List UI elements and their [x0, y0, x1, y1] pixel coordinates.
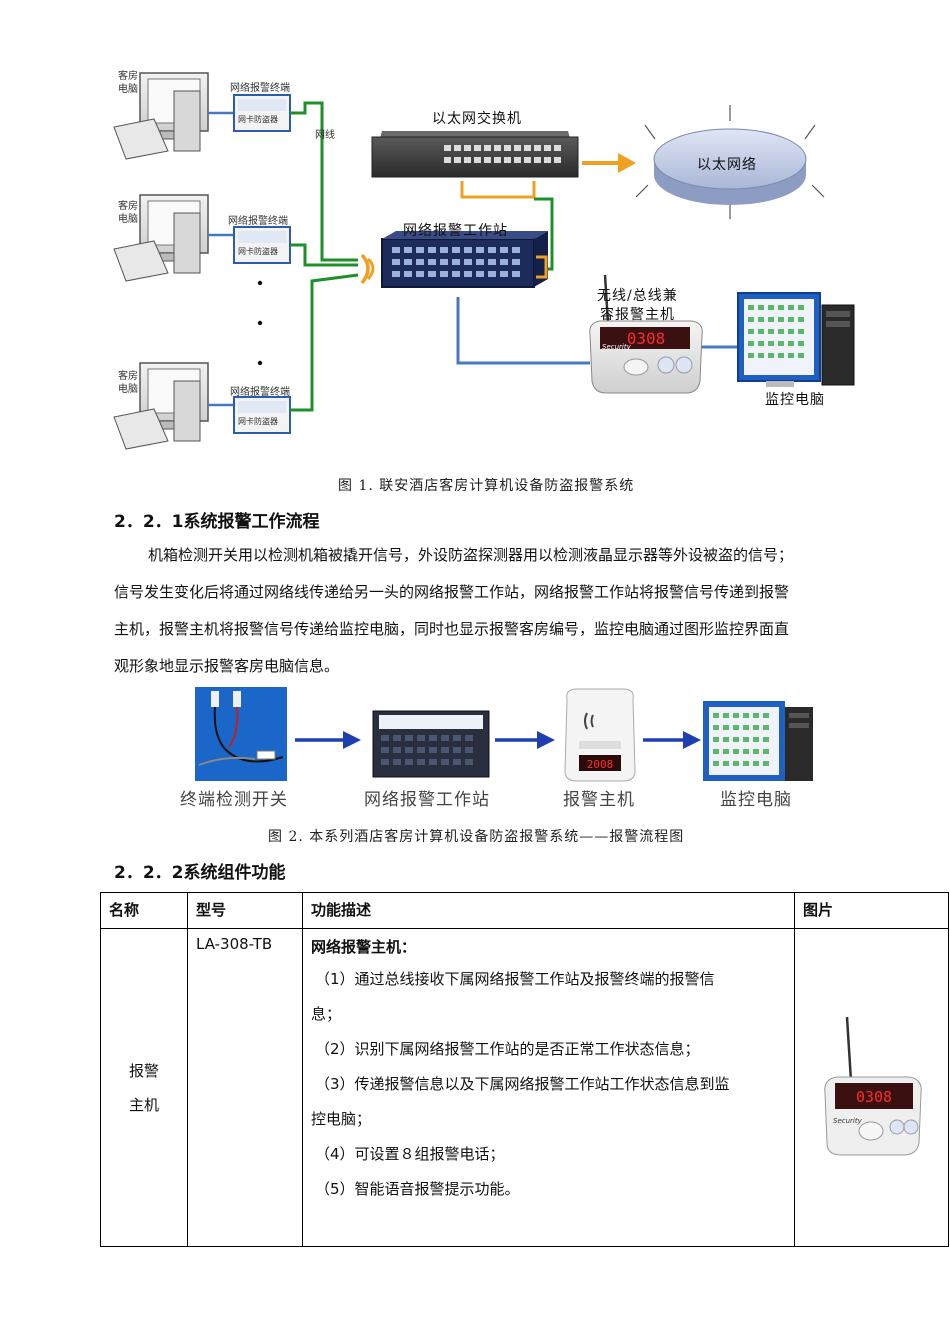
switch-link-orange	[460, 181, 536, 199]
row-model: LA-308-TB	[196, 935, 273, 953]
guest-pc-3	[113, 362, 209, 450]
func-item: （4）可设置８组报警电话；	[315, 1145, 505, 1163]
section1-heading: 2．2．1系统报警工作流程	[114, 512, 320, 532]
svg-text:Security: Security	[833, 1117, 863, 1125]
figure2-flow-diagram: 2008	[195, 687, 813, 782]
ethernet-switch	[371, 131, 579, 178]
func-title: 网络报警主机：	[311, 938, 417, 956]
monitor-computer	[737, 292, 855, 387]
terminal-1-device-text: 网卡防盗器	[238, 115, 278, 124]
terminal-1-label: 网络报警终端	[230, 83, 290, 94]
ellipsis-dot	[257, 360, 263, 366]
func-item: 息；	[311, 1005, 342, 1023]
func-item: （3）传递报警信息以及下属网络报警工作站工作状态信息到监	[315, 1075, 730, 1093]
alarm-workstation	[381, 231, 548, 288]
input-brace	[360, 253, 370, 285]
section1-line4: 观形象地显示报警客房电脑信息。	[114, 657, 340, 675]
terminal-2-device-text: 网卡防盗器	[238, 247, 278, 256]
row-name-line1: 报警	[128, 1061, 159, 1080]
row-function: 网络报警主机： （1）通过总线接收下属网络报警工作站及报警终端的报警信 息； （…	[303, 929, 794, 1213]
cable-label: 网线	[315, 130, 335, 141]
alarm-host-device: 0308	[589, 274, 703, 394]
arrow-switch-to-network	[582, 153, 636, 173]
terminal-device-2	[233, 226, 291, 264]
table-header-row: 名称 型号 功能描述 图片	[100, 892, 949, 929]
component-table: 名称 型号 功能描述 图片 报警 主机 LA-308-TB 网络报警主机： （1…	[100, 892, 949, 1247]
ellipsis-dot	[257, 280, 263, 286]
host-label-line1: 无线/总线兼	[597, 288, 678, 304]
flow-monitor-image	[703, 701, 813, 781]
guest-pc-2-label: 客房电脑	[118, 201, 138, 225]
svg-text:2008: 2008	[587, 758, 614, 771]
flow-step-3-label: 报警主机	[563, 790, 635, 810]
header-model: 型号	[196, 901, 227, 919]
figure2-caption: 图 2. 本系列酒店客房计算机设备防盗报警系统——报警流程图	[268, 829, 685, 845]
table-row: 报警 主机 LA-308-TB 网络报警主机： （1）通过总线接收下属网络报警工…	[100, 928, 949, 1247]
flow-arrow-3	[643, 731, 701, 749]
section1-line3: 主机，报警主机将报警信号传递给监控电脑，同时也显示报警客房编号，监控电脑通过图形…	[114, 620, 790, 638]
guest-pc-3-label: 客房电脑	[118, 371, 138, 395]
switch-label: 以太网交换机	[432, 111, 522, 127]
guest-pc-1-label: 客房电脑	[118, 71, 138, 95]
row-name: 报警 主机	[101, 1054, 187, 1122]
section2-heading: 2．2．2系统组件功能	[114, 863, 286, 883]
pc-terminal-links	[208, 105, 238, 407]
flow-step-4-label: 监控电脑	[720, 790, 792, 810]
workstation-host-link	[456, 297, 590, 365]
flow-step-1-label: 终端检测开关	[180, 790, 288, 810]
func-item: （2）识别下属网络报警工作站的是否正常工作状态信息；	[315, 1040, 700, 1058]
section1-line2: 信号发生变化后将通过网络线传递给另一头的网络报警工作站，网络报警工作站将报警信号…	[114, 583, 790, 601]
row-name-line2: 主机	[128, 1095, 159, 1114]
guest-pc-1	[113, 72, 209, 160]
header-name: 名称	[109, 901, 140, 919]
flow-step-2-label: 网络报警工作站	[364, 790, 490, 810]
header-photo: 图片	[803, 901, 834, 919]
flow-workstation-image	[372, 710, 490, 778]
monitor-label: 监控电脑	[765, 392, 825, 408]
network-label: 以太网络	[697, 157, 757, 173]
host-label-line2: 容报警主机	[600, 307, 675, 323]
workstation-label: 网络报警工作站	[403, 223, 508, 239]
figure1-caption: 图 1. 联安酒店客房计算机设备防盗报警系统	[338, 478, 635, 494]
ethernet-network-disk	[635, 105, 825, 219]
func-item: （5）智能语音报警提示功能。	[315, 1180, 520, 1198]
guest-pc-2	[113, 194, 209, 282]
flow-arrow-1	[295, 731, 361, 749]
terminal-device-1	[233, 94, 291, 132]
ellipsis-dot	[257, 320, 263, 326]
detect-switch-image	[195, 687, 287, 781]
terminal-device-3	[233, 396, 291, 434]
svg-text:0308: 0308	[627, 329, 666, 348]
func-item: （1）通过总线接收下属网络报警工作站及报警终端的报警信	[315, 970, 715, 988]
section1-line1: 机箱检测开关用以检测机箱被撬开信号，外设防盗探测器用以检测液晶显示器等外设被盗的…	[148, 546, 794, 564]
terminal-3-label: 网络报警终端	[230, 387, 290, 398]
terminal-3-device-text: 网卡防盗器	[238, 417, 278, 426]
host-brand: Security	[602, 343, 631, 351]
svg-text:0308: 0308	[855, 1088, 891, 1106]
header-function: 功能描述	[311, 901, 372, 919]
flow-arrow-2	[495, 731, 555, 749]
func-item: 控电脑；	[311, 1110, 372, 1128]
terminal-2-label: 网络报警终端	[228, 216, 288, 227]
figure1-diagram: 0308	[113, 72, 855, 450]
alarm-host-photo: 0308 Security	[823, 1016, 922, 1155]
green-cables	[290, 101, 359, 412]
flow-host-image: 2008	[564, 688, 636, 782]
